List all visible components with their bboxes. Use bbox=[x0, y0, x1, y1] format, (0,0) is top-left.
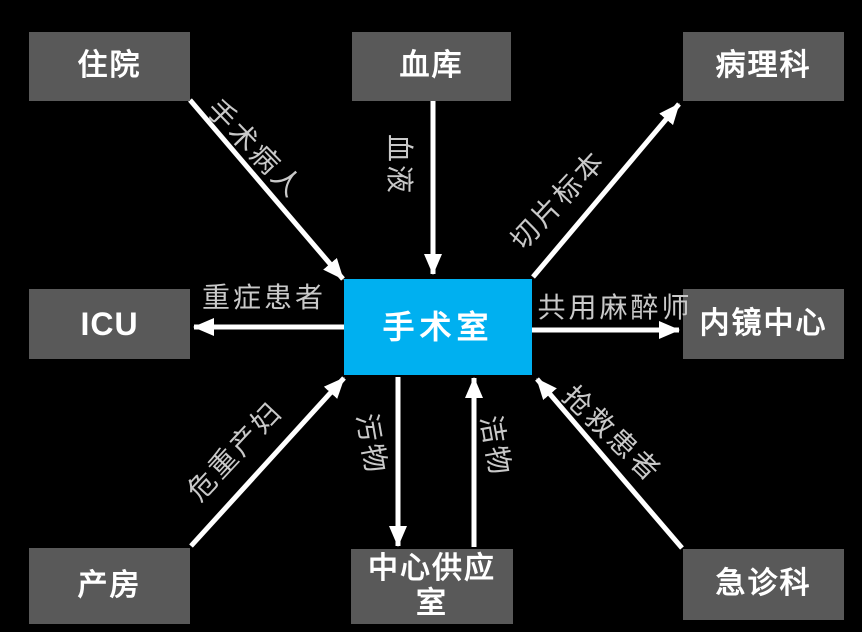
node-icu: ICU bbox=[29, 289, 190, 359]
node-icu-label: ICU bbox=[80, 305, 139, 342]
node-delivery-room: 产房 bbox=[29, 548, 190, 624]
node-blood-bank-label: 血库 bbox=[399, 49, 464, 83]
node-central-supply: 中心供应室 bbox=[351, 549, 513, 624]
edge-label-shared-anesthetist: 共用麻醉师 bbox=[537, 293, 693, 324]
arrow-zhuyuan-to-or bbox=[188, 98, 345, 281]
node-delivery-room-label: 产房 bbox=[77, 568, 142, 602]
node-operating-room-label: 手术室 bbox=[382, 308, 494, 345]
node-endoscopy-center-label: 内镜中心 bbox=[699, 306, 828, 340]
node-emergency: 急诊科 bbox=[683, 549, 844, 620]
edge-label-blood: 血液 bbox=[383, 133, 414, 197]
arrow-chanfang-to-or bbox=[189, 376, 346, 548]
node-inpatient: 住院 bbox=[29, 32, 190, 101]
node-central-supply-label: 中心供应室 bbox=[368, 552, 496, 620]
arrow-or-to-bingli bbox=[531, 102, 681, 279]
edge-label-critical-patients: 重症患者 bbox=[201, 283, 327, 314]
node-pathology-label: 病理科 bbox=[715, 49, 812, 83]
node-endoscopy-center: 内镜中心 bbox=[683, 289, 844, 359]
node-inpatient-label: 住院 bbox=[77, 49, 142, 83]
arrow-jizhen-to-or bbox=[535, 377, 684, 550]
node-pathology: 病理科 bbox=[683, 32, 844, 101]
node-emergency-label: 急诊科 bbox=[715, 567, 812, 601]
node-blood-bank: 血库 bbox=[352, 32, 511, 101]
node-operating-room: 手术室 bbox=[344, 279, 532, 375]
